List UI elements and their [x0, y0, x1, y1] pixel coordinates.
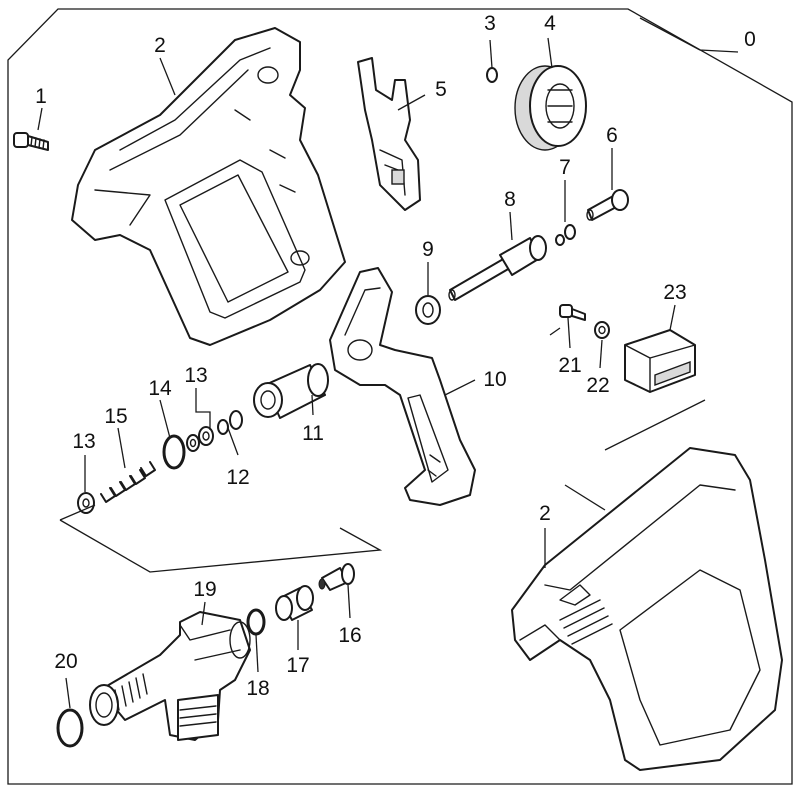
trigger-part-10 [329, 267, 476, 506]
callout-9: 9 [422, 238, 434, 261]
bracket-lower-left [59, 504, 383, 573]
callout-10: 10 [483, 368, 506, 391]
valve-rod-part-8 [448, 235, 547, 301]
leader-lines [37, 17, 739, 709]
callout-3: 3 [484, 12, 496, 35]
callout-6: 6 [606, 124, 618, 147]
callout-13-upper: 13 [184, 364, 207, 387]
spring-part-15 [100, 461, 156, 503]
callout-2-upper: 2 [154, 34, 166, 57]
callout-20: 20 [54, 650, 77, 673]
callout-11: 11 [302, 422, 324, 445]
rings-part-12-13 [186, 410, 243, 452]
callout-16: 16 [338, 624, 361, 647]
adjust-wheel-part-4 [514, 65, 587, 151]
pin-part-6 [586, 189, 629, 221]
bushing-part-17 [275, 585, 314, 621]
callout-7: 7 [559, 156, 571, 179]
callout-13-lower: 13 [72, 430, 95, 453]
o-ring-part-14 [162, 434, 186, 470]
callout-18: 18 [246, 677, 269, 700]
handle-half-left [71, 27, 346, 346]
clip-part-5 [357, 57, 421, 211]
callout-23: 23 [663, 281, 686, 304]
washer-part-9 [415, 295, 441, 325]
valve-housing-part-19 [89, 611, 251, 741]
callout-4: 4 [544, 12, 556, 35]
callout-12: 12 [226, 466, 249, 489]
handle-cover-right [511, 447, 783, 771]
sleeve-part-11 [253, 363, 329, 419]
callout-19: 19 [193, 578, 216, 601]
callout-17: 17 [286, 654, 309, 677]
callout-15: 15 [104, 405, 127, 428]
callout-8: 8 [504, 188, 516, 211]
callout-14: 14 [148, 377, 172, 400]
o-ring-part-3 [486, 67, 498, 83]
bracket-right-middle [549, 327, 706, 511]
insert-part-16 [318, 563, 355, 591]
callout-2-lower: 2 [539, 502, 551, 525]
callout-labels: 0 1 2 3 4 5 6 7 8 9 10 11 12 13 14 15 13… [35, 12, 756, 700]
o-ring-part-20 [56, 708, 84, 748]
callout-22: 22 [586, 374, 609, 397]
callout-21: 21 [558, 354, 581, 377]
screw-part-1 [13, 132, 49, 151]
screw-part-21 [559, 304, 586, 321]
callout-1: 1 [35, 85, 47, 108]
assembly-outline [7, 8, 793, 785]
washer-part-13-lower [77, 492, 95, 514]
washer-part-7 [555, 224, 576, 246]
callout-0: 0 [744, 28, 756, 51]
lock-cap-part-23 [624, 329, 696, 393]
o-ring-part-18 [246, 608, 266, 636]
callout-5: 5 [435, 78, 447, 101]
washer-part-22 [594, 321, 610, 339]
